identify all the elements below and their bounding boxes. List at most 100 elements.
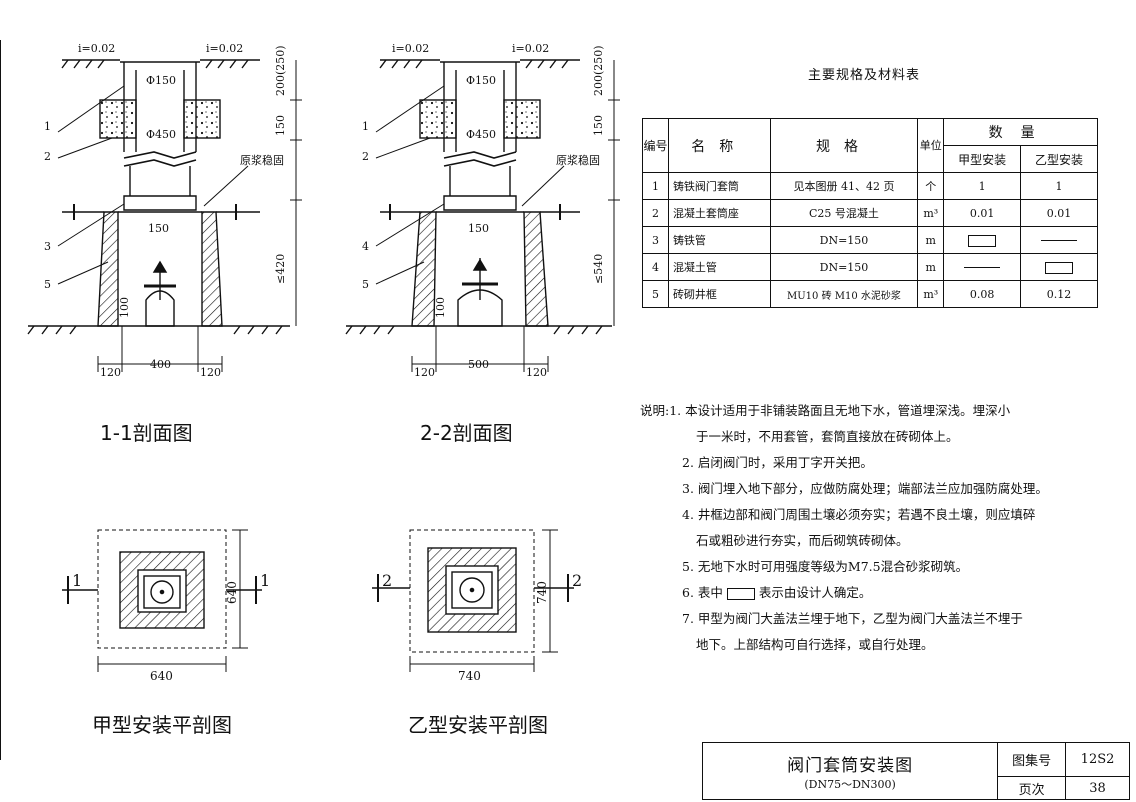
caption-1-1: 1-1剖面图 xyxy=(100,421,193,445)
spec-header-row: 编号 名称 规格 单位 数量 xyxy=(642,118,1098,173)
note-3: 3. 阀门埋入地下部分，应做防腐处理；端部法兰应加强防腐处理。 xyxy=(682,481,1048,496)
dim-200: 200(250) xyxy=(592,45,605,96)
callout-5: 5 xyxy=(362,278,369,291)
pipe-mid-dia: Φ450 xyxy=(146,128,176,141)
designer-box-symbol xyxy=(1045,261,1074,274)
callout-1: 1 xyxy=(44,120,51,133)
dash-symbol xyxy=(1041,240,1078,241)
callout-2: 2 xyxy=(44,150,51,163)
pipe-top-dia: Φ150 xyxy=(466,74,496,87)
callout-4: 4 xyxy=(362,240,369,253)
cell-qty-a xyxy=(943,226,1022,254)
dim-width: 640 xyxy=(150,669,173,683)
dim-150: 150 xyxy=(592,115,605,136)
pipe-top-dia: Φ150 xyxy=(146,74,176,87)
mortar-label: 原浆稳固 xyxy=(240,153,284,167)
page-value: 38 xyxy=(1065,776,1130,800)
designer-box-symbol xyxy=(968,234,997,247)
dash-symbol xyxy=(964,267,1001,268)
dim-100: 100 xyxy=(118,297,131,318)
drawing-title: 阀门套筒安装图 xyxy=(787,755,914,776)
cell-unit: m xyxy=(917,226,945,254)
cell-name: 铸铁管 xyxy=(667,226,771,254)
callout-3: 3 xyxy=(44,240,51,253)
cell-spec: C25 号混凝土 xyxy=(769,199,919,227)
cell-no: 5 xyxy=(642,280,669,308)
hdr-unit: 单位 xyxy=(917,118,945,173)
pipe-mid-dia: Φ450 xyxy=(466,128,496,141)
note-1b: 于一米时，不用套管，套筒直接放在砖砌体上。 xyxy=(696,429,959,444)
dim-bottom-left: 120 xyxy=(100,366,121,379)
spec-table: 编号 名称 规格 单位 数量 甲型安装 乙型安装 1 铸铁阀门套筒 见本图册 4… xyxy=(642,118,1098,308)
cell-no: 3 xyxy=(642,226,669,254)
cell-spec: 见本图册 41、42 页 xyxy=(769,172,919,200)
plan-type-b xyxy=(372,529,574,672)
note-6: 6. 表中 表示由设计人确定。 xyxy=(640,580,1116,606)
notes-lead: 说明: xyxy=(640,403,670,418)
slope-right: i=0.02 xyxy=(206,42,243,55)
hdr-type-b: 乙型安装 xyxy=(1020,145,1098,173)
title-block-main: 阀门套筒安装图 (DN75～DN300) xyxy=(701,742,999,800)
cell-spec: DN=150 xyxy=(769,253,919,281)
hdr-qty: 数量 xyxy=(943,118,1098,146)
dim-540: ≤540 xyxy=(592,254,605,284)
cell-qty-b xyxy=(1020,226,1098,254)
callout-1: 1 xyxy=(362,120,369,133)
plan-type-a xyxy=(62,529,262,672)
caption-2-2: 2-2剖面图 xyxy=(420,421,513,445)
cell-name: 砖砌井框 xyxy=(667,280,771,308)
cell-no: 1 xyxy=(642,172,669,200)
cell-name: 铸铁阀门套筒 xyxy=(667,172,771,200)
section-2-2 xyxy=(345,59,620,372)
dim-width: 740 xyxy=(458,669,481,683)
cell-unit: m³ xyxy=(917,280,945,308)
hdr-spec: 规格 xyxy=(769,118,919,173)
note-4a: 4. 井框边部和阀门周围土壤必须夯实；若遇不良土壤，则应填碎 xyxy=(682,507,1036,522)
table-row: 3 铸铁管 DN=150 m xyxy=(642,226,1098,254)
note-6b: 表示由设计人确定。 xyxy=(758,585,872,600)
plan-type-b-labels: 2 2 740 740 乙型安装平剖图 xyxy=(382,571,582,737)
note-7a: 7. 甲型为阀门大盖法兰埋于地下，乙型为阀门大盖法兰不埋于 xyxy=(682,611,1023,626)
cell-qty-a: 1 xyxy=(943,172,1022,200)
hdr-type-a: 甲型安装 xyxy=(943,145,1022,173)
callout-2: 2 xyxy=(362,150,369,163)
cut-mark-left: 2 xyxy=(382,571,392,590)
inner-width: 150 xyxy=(468,222,489,235)
note-4b: 石或粗砂进行夯实，而后砌筑砖砌体。 xyxy=(696,533,909,548)
table-row: 2 混凝土套筒座 C25 号混凝土 m³ 0.01 0.01 xyxy=(642,199,1098,227)
caption-plan-a: 甲型安装平剖图 xyxy=(92,713,232,737)
cell-qty-a xyxy=(943,253,1022,281)
designer-box-symbol xyxy=(726,587,755,600)
dim-150: 150 xyxy=(274,115,287,136)
atlas-label: 图集号 xyxy=(997,742,1067,777)
page-label: 页次 xyxy=(997,776,1067,800)
cell-qty-a: 0.01 xyxy=(943,199,1022,227)
dim-420: ≤420 xyxy=(274,254,287,284)
mortar-label: 原浆稳固 xyxy=(556,153,600,167)
section-2-2-labels: i=0.02 i=0.02 Φ150 Φ450 150 1 2 4 5 原浆稳固… xyxy=(362,42,605,445)
cell-unit: m³ xyxy=(917,199,945,227)
note-7b: 地下。上部结构可自行选择，或自行处理。 xyxy=(696,637,934,652)
slope-left: i=0.02 xyxy=(78,42,115,55)
cell-unit: 个 xyxy=(917,172,945,200)
cut-mark-left: 1 xyxy=(72,571,82,590)
slope-left: i=0.02 xyxy=(392,42,429,55)
slope-right: i=0.02 xyxy=(512,42,549,55)
table-row: 1 铸铁阀门套筒 见本图册 41、42 页 个 1 1 xyxy=(642,172,1098,200)
section-1-1 xyxy=(27,59,302,372)
dim-height: 640 xyxy=(225,581,239,604)
table-row: 4 混凝土管 DN=150 m xyxy=(642,253,1098,281)
note-5: 5. 无地下水时可用强度等级为M7.5混合砂浆砌筑。 xyxy=(682,559,969,574)
note-2: 2. 启闭阀门时，采用丁字开关把。 xyxy=(682,455,873,470)
notes: 说明:1. 本设计适用于非铺装路面且无地下水，管道埋深浅。埋深小 于一米时，不用… xyxy=(640,398,1116,658)
cut-mark-right: 1 xyxy=(260,571,270,590)
cell-qty-b: 0.12 xyxy=(1020,280,1098,308)
note-6a: 6. 表中 xyxy=(682,585,723,600)
dim-200: 200(250) xyxy=(274,45,287,96)
cell-unit: m xyxy=(917,253,945,281)
hdr-no: 编号 xyxy=(642,118,669,173)
cut-mark-right: 2 xyxy=(572,571,582,590)
callout-5: 5 xyxy=(44,278,51,291)
inner-width: 150 xyxy=(148,222,169,235)
